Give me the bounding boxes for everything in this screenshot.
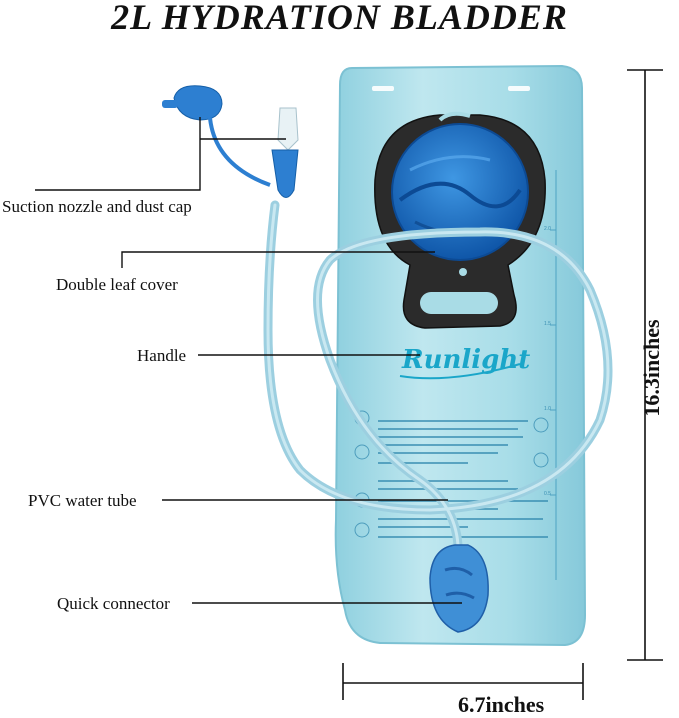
product-title: 2L HYDRATION BLADDER: [111, 0, 568, 37]
suction-nozzle: [277, 107, 299, 151]
scale-mark-1.5: 1.5: [544, 321, 551, 327]
label-quick-connector: Quick connector: [57, 594, 170, 613]
dimension-markers: [342, 69, 663, 700]
label-suction-nozzle: Suction nozzle and dust cap: [2, 197, 192, 216]
quick-connector: [429, 544, 489, 633]
hang-slot-left: [372, 86, 394, 91]
printed-instructions: [378, 420, 548, 538]
volume-scale: [550, 170, 557, 580]
handle-grip-hole: [420, 292, 498, 314]
width-dimension: 6.7inches: [458, 692, 545, 717]
scale-mark-2.0: 2.0: [544, 226, 551, 232]
brand-logo: Runlight: [401, 345, 530, 375]
label-double-leaf-cover: Double leaf cover: [56, 275, 178, 294]
dust-cap: [173, 85, 223, 121]
leader-lines: [35, 117, 462, 604]
hang-slot-right: [508, 86, 530, 91]
scale-mark-1.0: 1.0: [544, 406, 551, 412]
label-handle: Handle: [137, 346, 187, 365]
height-dimension: 16.3inches: [639, 319, 664, 417]
scale-mark-0.5: 0.5: [544, 491, 551, 497]
label-pvc-water-tube: PVC water tube: [28, 491, 137, 510]
